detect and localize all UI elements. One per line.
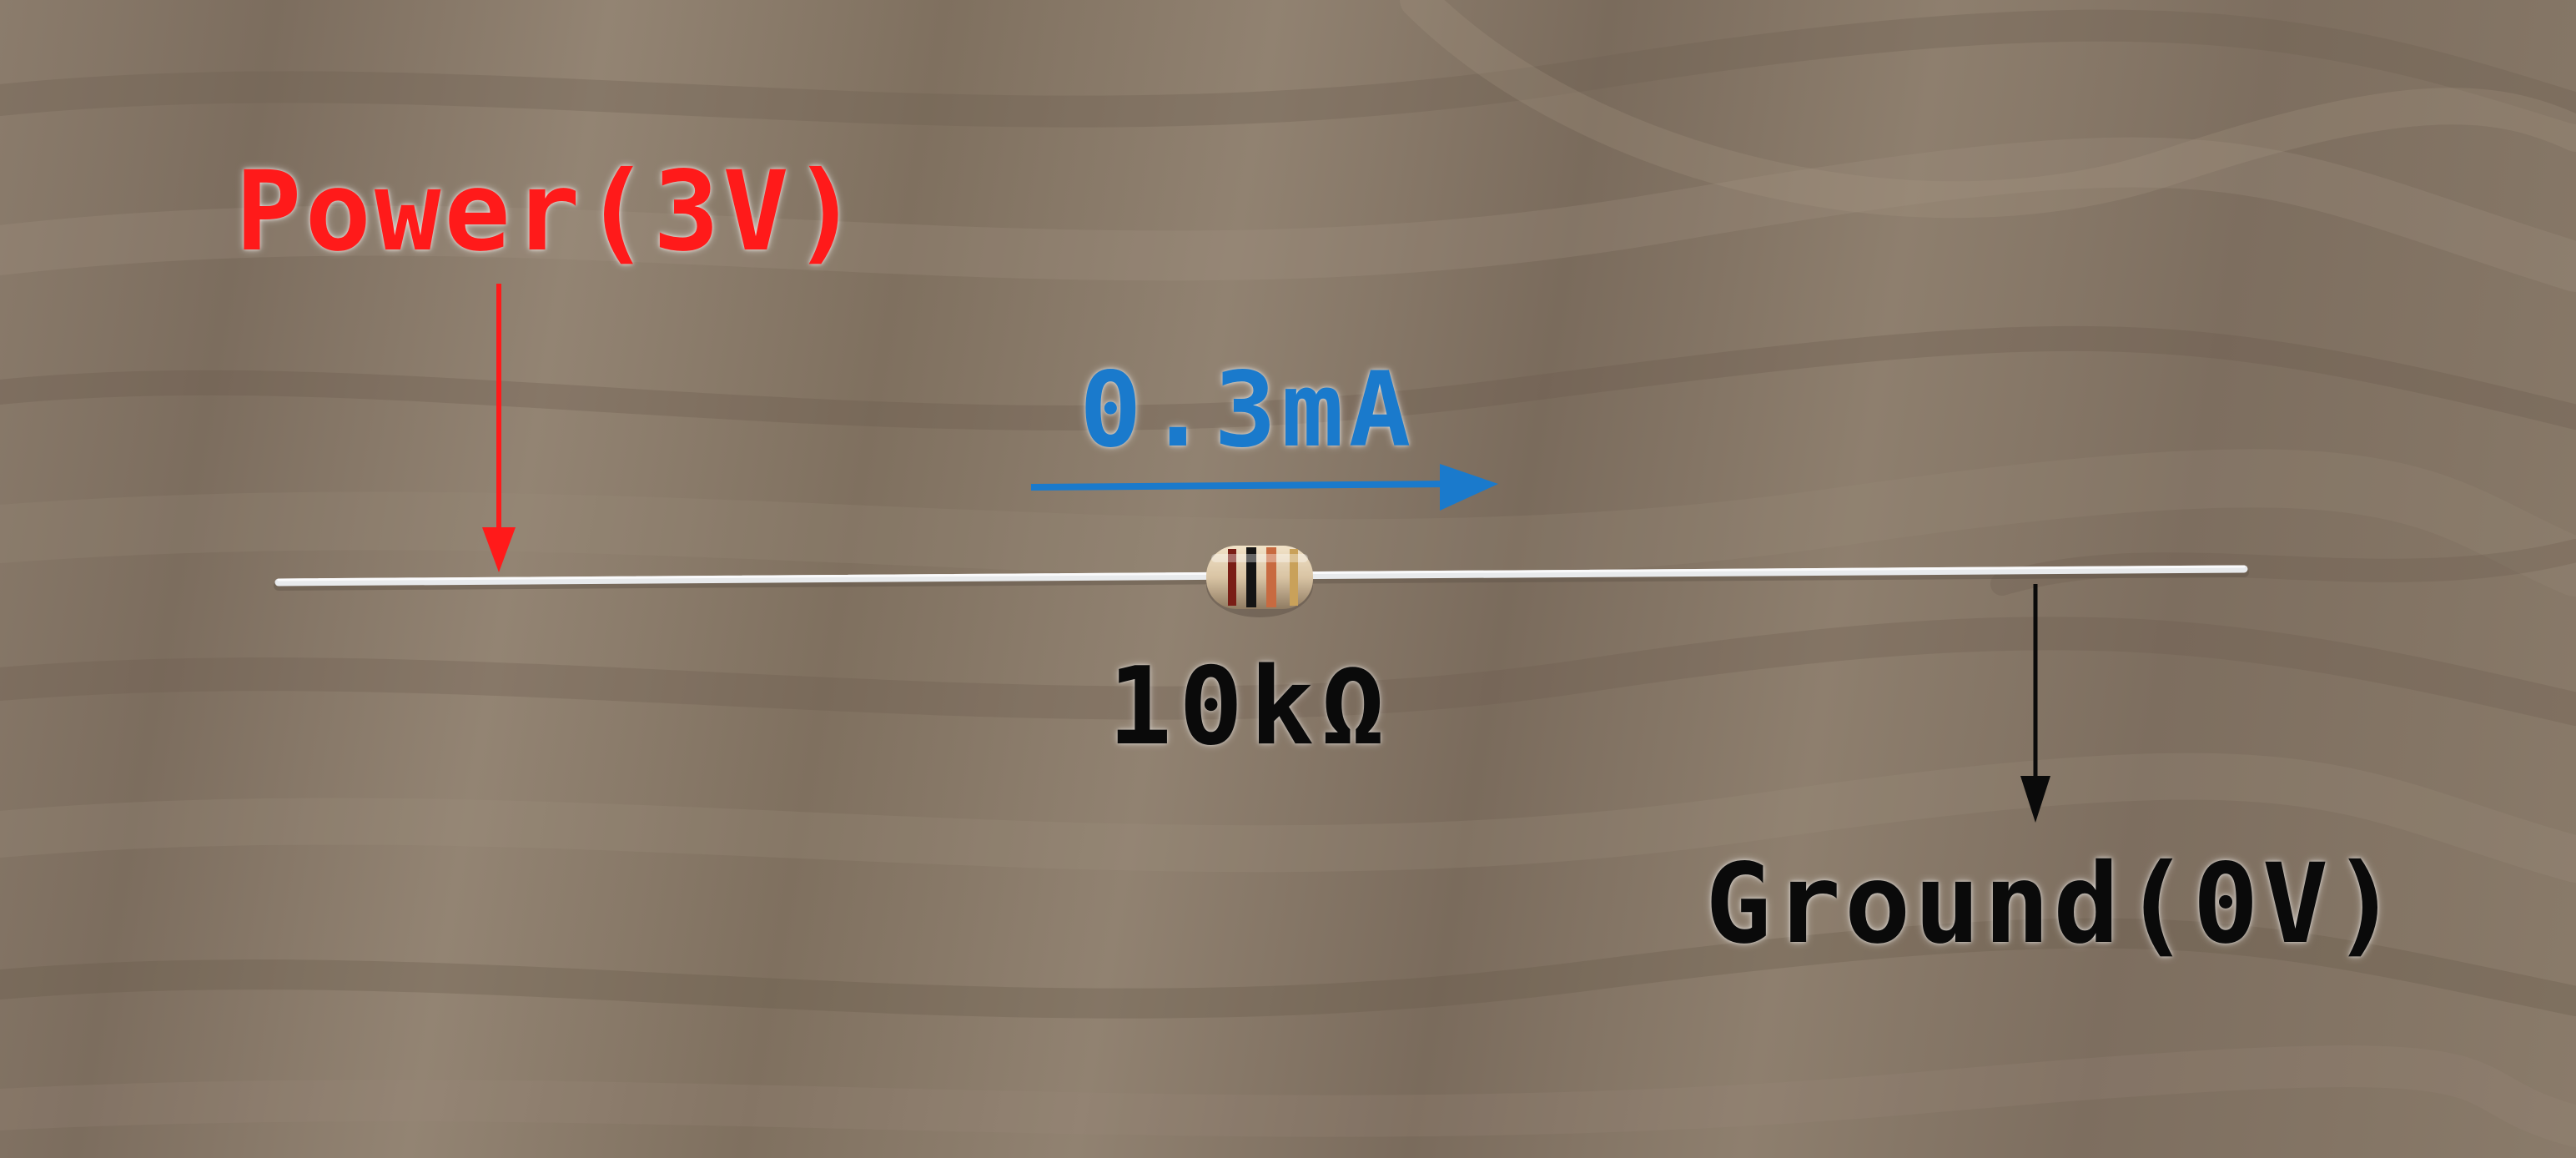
resistor-body [1206, 546, 1313, 617]
power-arrow [482, 284, 516, 572]
current-label: 0.3mA [1079, 350, 1416, 471]
resistor-band-1 [1228, 549, 1236, 606]
current-direction-arrow [1030, 464, 1498, 511]
resistor-band-2 [1246, 547, 1256, 607]
resistance-label: 10kΩ [1108, 645, 1392, 769]
ground-label: Ground(0V) [1705, 840, 2402, 969]
power-label: Power(3V) [235, 148, 863, 276]
ground-arrow [2020, 584, 2050, 823]
resistor-band-4 [1290, 549, 1298, 606]
resistor-band-3 [1266, 547, 1276, 607]
